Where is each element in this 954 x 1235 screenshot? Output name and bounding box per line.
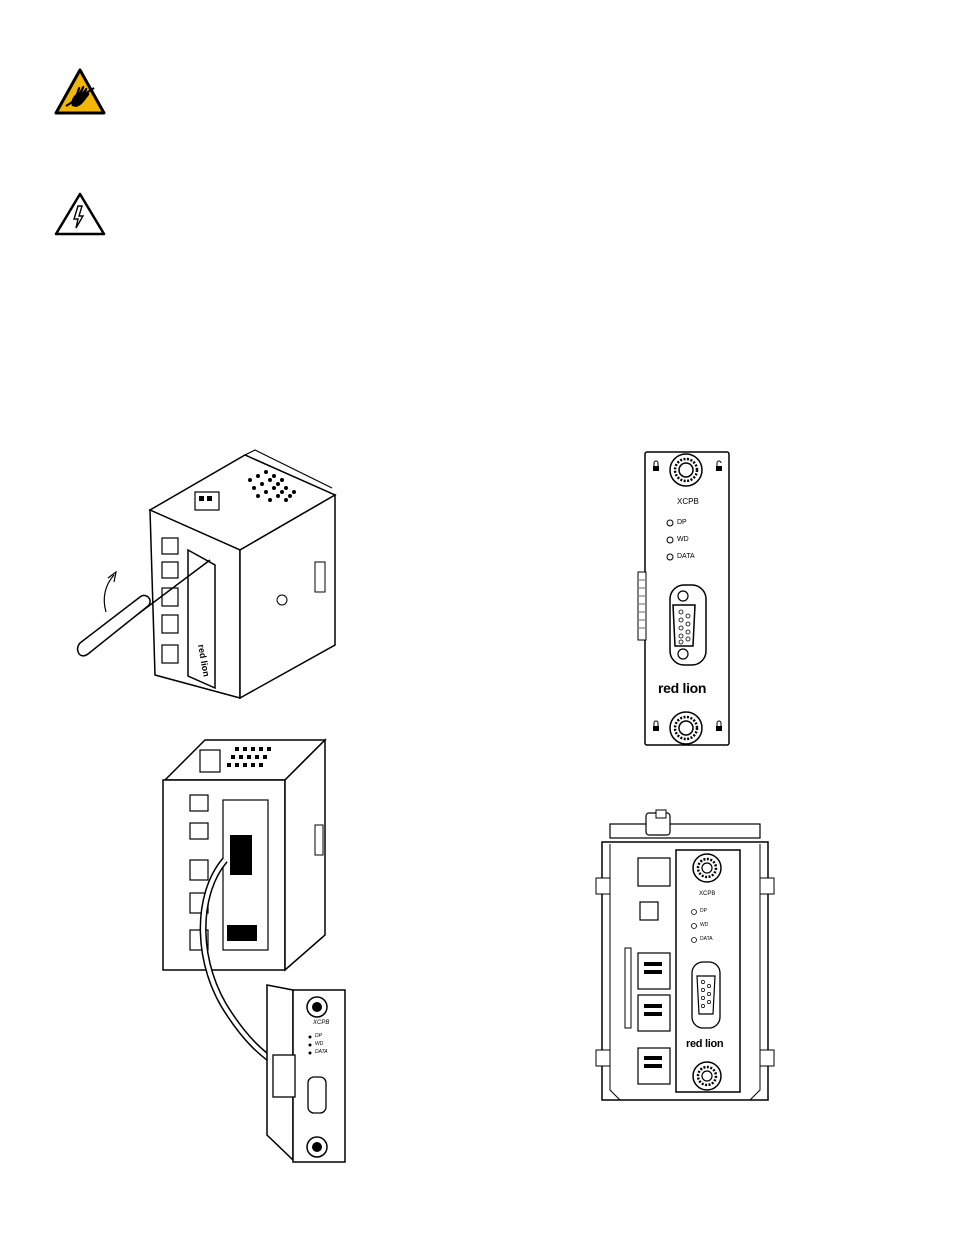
led-wd-label: WD — [677, 536, 689, 543]
screwdriver-removal-illustration: red lion — [76, 449, 337, 700]
installed-brand-logo: red lion — [686, 1038, 724, 1050]
installed-led-dp: DP — [700, 908, 707, 914]
cable-view-led-dp: DP — [315, 1033, 322, 1039]
installed-module-name: XCPB — [699, 891, 716, 897]
electrical-shock-warning-icon — [54, 192, 106, 236]
cable-view-module-name: XCPB — [313, 1020, 330, 1026]
esd-warning-icon — [54, 68, 106, 115]
cable-view-led-data: DATA — [315, 1049, 328, 1055]
xcpb-installed-illustration — [595, 809, 775, 1101]
installed-led-data: DATA — [700, 936, 713, 942]
installed-led-wd: WD — [700, 922, 709, 928]
led-data-label: DATA — [677, 553, 695, 560]
led-dp-label: DP — [677, 519, 687, 526]
xcpb-module-front-illustration — [637, 451, 730, 746]
cable-view-led-wd: WD — [315, 1041, 324, 1047]
cable-connection-illustration — [162, 738, 346, 1163]
brand-logo: red lion — [658, 680, 707, 696]
module-name-label: XCPB — [677, 497, 699, 506]
